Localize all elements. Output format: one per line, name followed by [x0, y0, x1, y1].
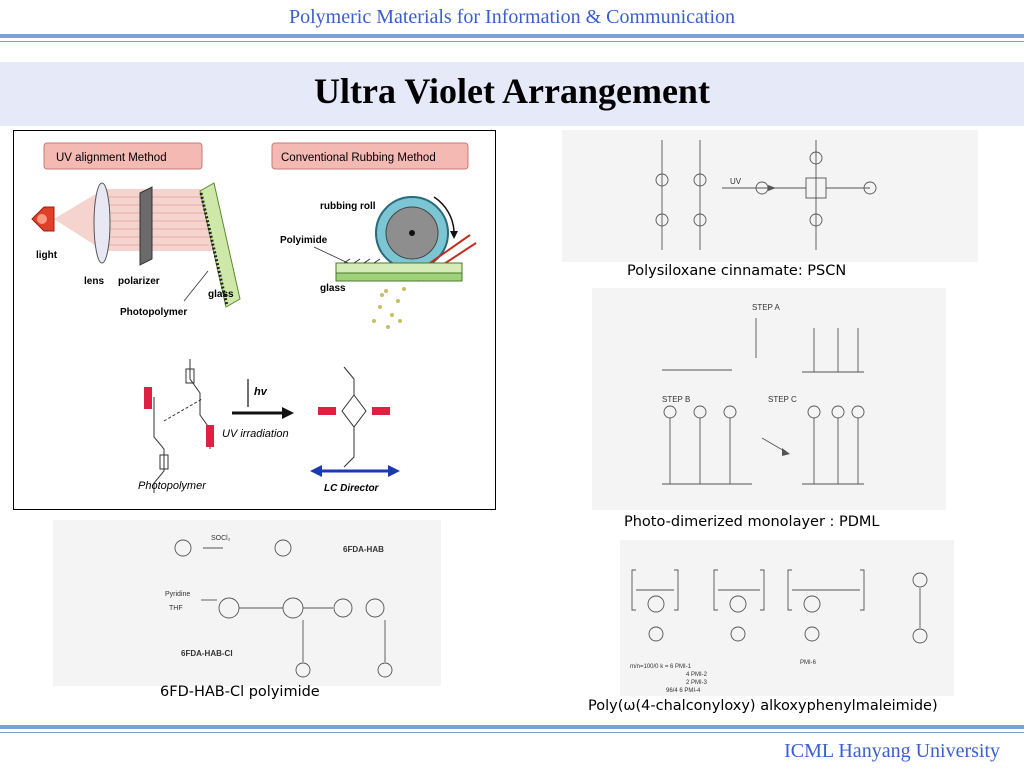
pscn-structure-image: UV	[562, 130, 978, 262]
pscn-caption: Polysiloxane cinnamate: PSCN	[627, 263, 847, 279]
polyimide-label: Polyimide	[280, 235, 328, 246]
uv-method-label: UV alignment Method	[56, 152, 167, 164]
lc-director-arrowhead-right	[388, 465, 400, 477]
pmi-caption: Poly(ω(4-chalconyloxy) alkoxyphenylmalei…	[588, 698, 938, 714]
interaction-arrow	[163, 398, 203, 422]
footer-rule-thin	[0, 732, 1024, 733]
sixfda-caption: 6FD-HAB-Cl polyimide	[160, 684, 320, 700]
pmi-ratio-1: m/n=100/0 k = 6 PMI-1	[630, 664, 692, 670]
pdml-step-c-label: STEP C	[768, 395, 797, 404]
hv-label: hv	[254, 386, 268, 398]
roll-rotation-arrowhead	[450, 231, 458, 239]
header-rule-thin	[0, 41, 1024, 42]
uv-method-box	[43, 142, 203, 170]
pdml-structure-drawing: STEP A STEP B STEP C	[662, 303, 865, 485]
photopolymer-layer	[199, 192, 229, 307]
pdml-structure-image: STEP A STEP B STEP C	[592, 288, 946, 510]
product-chromophore-right	[372, 407, 390, 415]
pscn-uv-label: UV	[730, 177, 742, 186]
pmi-structure-drawing: m/n=100/0 k = 6 PMI-1 4 PMI-2 2 PMI-3 96…	[630, 569, 928, 694]
photopolymer-top-label: Photopolymer	[120, 307, 187, 318]
socl2-label: SOCl₂	[211, 535, 231, 542]
polyimide-pointer	[313, 246, 349, 264]
dust-particles	[372, 287, 406, 329]
reaction-arrowhead	[282, 407, 294, 419]
roll-rotation-arrow	[433, 196, 455, 232]
sixfda-structure-image: SOCl₂ 6FDA-HAB Pyridine THF 6FDA-HAB-CI	[53, 520, 441, 686]
sixfda-hab-ci-label: 6FDA-HAB-CI	[181, 649, 233, 658]
lamp-bulb-icon	[37, 214, 47, 224]
pmi6-label: PMI-6	[800, 660, 817, 666]
pmi-ratio-2: 4 PMI-2	[686, 672, 708, 678]
rubbed-grooves	[343, 258, 381, 264]
polarizer-icon	[139, 186, 153, 266]
photopolymer-chains	[153, 359, 211, 493]
beam-hatch	[109, 196, 209, 246]
rubbing-roll-label: rubbing roll	[320, 201, 376, 212]
glass-right-label: glass	[320, 283, 346, 294]
slide-title: Ultra Violet Arrangement	[314, 71, 710, 111]
glass-plate-right	[335, 272, 463, 282]
light-beam	[54, 189, 214, 251]
footer-rule-thick	[0, 725, 1024, 729]
pyridine-label: Pyridine	[165, 591, 190, 598]
rubbing-method-label: Conventional Rubbing Method	[281, 152, 436, 164]
title-band	[0, 62, 1024, 126]
lc-director-arrowhead-left	[310, 465, 322, 477]
uv-alignment-diagram: UV alignment Method Conventional Rubbing…	[31, 142, 477, 494]
pmi-ratio-4: 96/4 6 PMI-4	[666, 688, 701, 694]
thf-label: THF	[169, 605, 183, 612]
pscn-structure-drawing: UV	[655, 140, 877, 250]
photopolymer-bottom-label: Photopolymer	[138, 480, 207, 492]
rubbed-polyimide-layer	[335, 262, 463, 274]
pmi-ratio-3: 2 PMI-3	[686, 680, 708, 686]
uv-irradiation-label: UV irradiation	[222, 428, 289, 440]
polarizer-label: polarizer	[118, 276, 160, 287]
pdml-caption: Photo-dimerized monolayer : PDML	[624, 514, 880, 530]
chromophore-left	[144, 387, 152, 409]
header-rule-thick	[0, 34, 1024, 38]
chromophore-right	[206, 425, 214, 447]
pmi-structure-image: m/n=100/0 k = 6 PMI-1 4 PMI-2 2 PMI-3 96…	[620, 540, 954, 696]
lens-icon	[93, 182, 111, 264]
pdml-step-b-label: STEP B	[662, 395, 690, 404]
uv-alignment-figure: UV alignment Method Conventional Rubbing…	[13, 130, 496, 510]
sixfda-hab-label: 6FDA-HAB	[343, 545, 384, 554]
sixfda-structure-drawing: SOCl₂ 6FDA-HAB Pyridine THF 6FDA-HAB-CI	[165, 535, 393, 678]
rubbing-roll-axle	[409, 230, 415, 236]
cyclobutane-product	[341, 366, 367, 468]
footer-title: ICML Hanyang University	[784, 740, 1000, 762]
lc-director-label: LC Director	[324, 483, 380, 494]
pdml-step-a-label: STEP A	[752, 303, 781, 312]
rubbing-method-box	[271, 142, 469, 170]
lens-label: lens	[84, 276, 104, 287]
header-title: Polymeric Materials for Information & Co…	[288, 6, 735, 28]
light-label: light	[36, 250, 58, 261]
photopolymer-pointer	[183, 270, 209, 302]
header: Polymeric Materials for Information & Co…	[0, 0, 1024, 36]
product-chromophore-left	[318, 407, 336, 415]
glass-left-label: glass	[208, 289, 234, 300]
